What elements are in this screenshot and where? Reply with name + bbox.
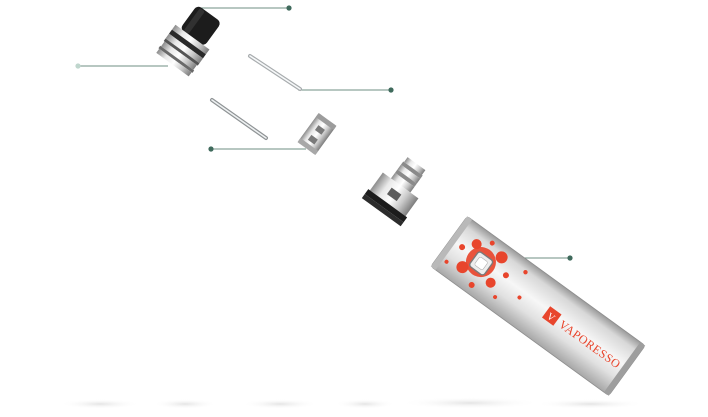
callout-dot-coil [208,146,214,152]
battery-icon: V VAPORESSO [430,216,646,396]
inner-tube-icon [210,98,268,140]
glass-tube-icon [248,54,302,91]
fire-button-icon [469,251,494,276]
coil-icon [297,112,337,156]
drip-tip-icon [181,6,220,45]
base-icon [361,157,426,227]
callout-dot-top-cap [75,63,81,69]
callout-dot-battery [567,255,573,261]
callout-dots [75,5,573,261]
callout-dot-glass [388,87,394,93]
top-cap-icon [156,24,210,77]
floor-shadows [60,397,645,409]
callout-dot-drip-tip [286,5,292,11]
